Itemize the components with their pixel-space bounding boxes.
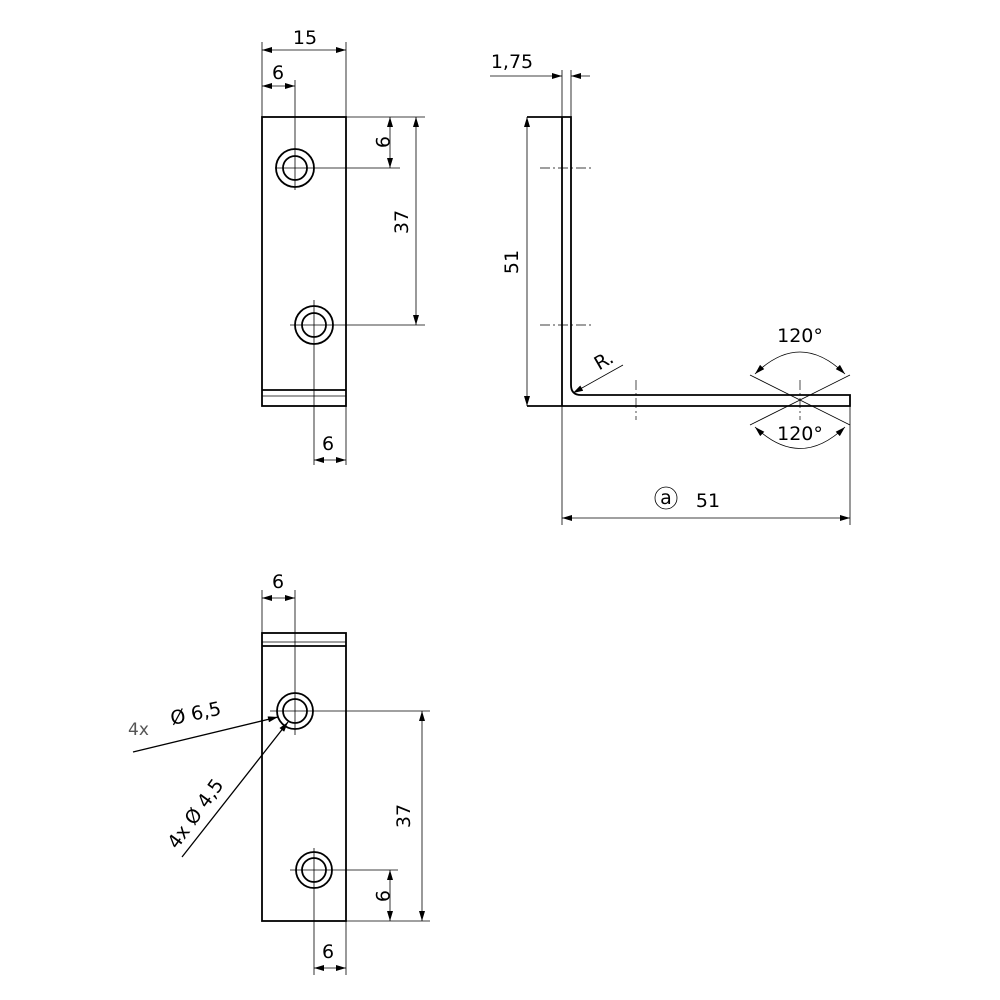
counterbore-dia: Ø 6,5 [168,698,223,730]
dim-height: 51 [501,250,523,274]
dim-hole-offset: 6 [272,62,284,84]
dim-edge-to-hole-bottom: 9 [371,890,393,902]
dim-edge-to-hole: 9 [371,136,393,148]
dim-hole-offset-top: 6 [272,571,284,593]
angle-top: 120° [777,325,823,347]
bottom-view: 6 37 9 6 4x Ø 6,5 4x Ø 4,5 [128,571,430,975]
dim-hole-spacing: 37 [391,210,413,234]
top-view: 15 6 9 37 6 [261,27,425,465]
side-view: 1,75 51 a 51 R. 120° 120° [490,51,851,525]
hole-note: 4x Ø 4,5 [163,775,228,853]
dim-width: 15 [293,27,317,49]
callout-circle [654,486,678,510]
counterbore-qty: 4x [128,720,149,740]
angle-bottom: 120° [777,423,823,445]
dim-length: 51 [696,490,720,512]
dim-thickness: 1,75 [491,51,533,73]
dim-bottom-offset-2: 6 [322,941,334,963]
callout-label: a [660,487,672,509]
dim-hole-spacing-bottom: 37 [393,804,415,828]
dim-bottom-offset: 6 [322,433,334,455]
